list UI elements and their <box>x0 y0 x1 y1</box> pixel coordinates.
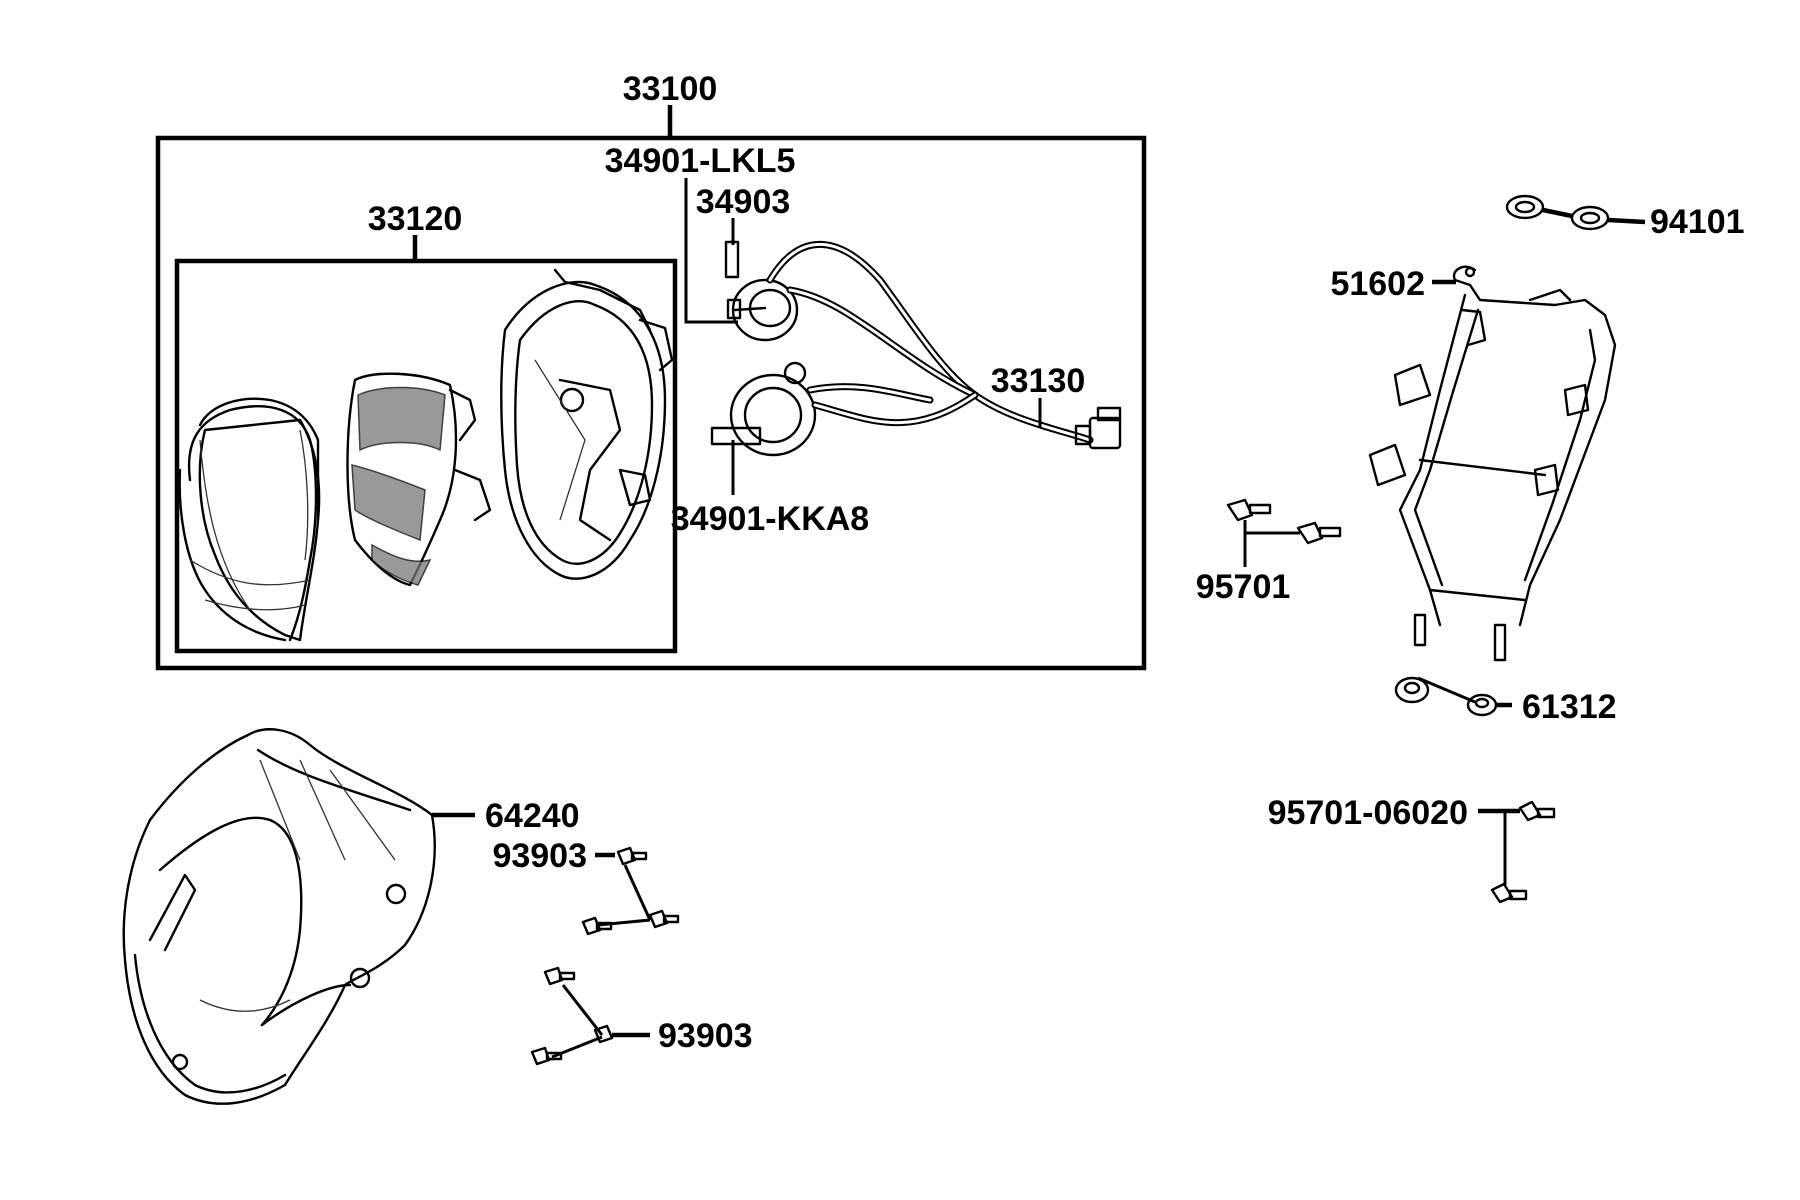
label-64240: 64240 <box>485 797 580 835</box>
label-61312: 61312 <box>1522 688 1617 726</box>
nut-pair-61312 <box>1394 676 1512 717</box>
label-34903: 34903 <box>696 183 791 221</box>
label-33130: 33130 <box>991 362 1086 400</box>
headlight-lens <box>178 397 321 642</box>
label-33120: 33120 <box>368 200 463 238</box>
bolt-pair-95701 <box>1226 498 1342 567</box>
wiring-harness <box>766 240 1122 450</box>
bulb-lower-34901-kka8 <box>710 361 817 457</box>
grommet-pair <box>1505 194 1646 231</box>
screw-pair-lower-93903 <box>530 966 650 1066</box>
headlight-bracket <box>1368 265 1617 662</box>
label-34901-kka8: 34901-KKA8 <box>671 500 869 538</box>
headlight-housing <box>500 268 674 580</box>
label-93903-lower: 93903 <box>658 1017 753 1055</box>
label-51602: 51602 <box>1330 265 1425 303</box>
screw-pair-upper-93903 <box>581 846 680 936</box>
bolt-pair-95701-06020 <box>1478 800 1556 904</box>
label-93903-upper: 93903 <box>492 837 587 875</box>
label-95701-06020: 95701-06020 <box>1268 794 1468 832</box>
label-leaders <box>684 178 1456 495</box>
label-34901-lkl5: 34901-LKL5 <box>605 142 796 180</box>
reflector <box>346 372 492 587</box>
label-94101: 94101 <box>1650 203 1745 241</box>
label-33100: 33100 <box>623 70 718 108</box>
label-95701: 95701 <box>1196 568 1291 606</box>
headlight-assembly-frame <box>155 105 1147 671</box>
lens-unit-frame <box>174 235 678 654</box>
headlight-cover <box>122 728 475 1105</box>
bulb-upper-34903 <box>724 240 799 342</box>
